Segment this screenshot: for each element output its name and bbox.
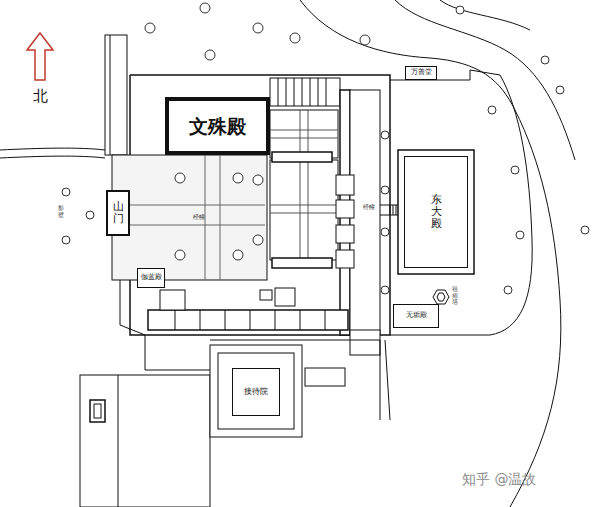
building-name: 无垢殿 bbox=[406, 312, 427, 320]
building-name: 文殊殿 bbox=[189, 116, 246, 137]
building-name: 万善堂 bbox=[411, 69, 432, 77]
pillar-label: 经幢 bbox=[193, 214, 205, 221]
building-box: 万善堂 bbox=[405, 66, 437, 80]
building-box: 山门 bbox=[106, 190, 130, 236]
tree-symbols bbox=[62, 3, 589, 294]
pillar-label: 经幢 bbox=[363, 204, 375, 211]
building-box: 无垢殿 bbox=[393, 304, 439, 328]
building-name: 接待院 bbox=[244, 388, 268, 397]
building-name: 东大殿 bbox=[431, 194, 442, 230]
building-box: 接待院 bbox=[232, 368, 280, 416]
north-arrow bbox=[27, 33, 53, 80]
building-name: 伽蓝殿 bbox=[141, 274, 162, 282]
compass-label: 北 bbox=[33, 88, 48, 105]
building-box: 文殊殿 bbox=[165, 97, 270, 155]
pagoda-label: 祖师塔 bbox=[452, 286, 458, 306]
building-box: 伽蓝殿 bbox=[137, 268, 165, 288]
building-name: 山门 bbox=[113, 201, 124, 225]
screen-wall-label: 影壁 bbox=[58, 205, 64, 218]
watermark: 知乎 @温故 bbox=[462, 472, 536, 487]
building-box: 东大殿 bbox=[404, 156, 468, 268]
